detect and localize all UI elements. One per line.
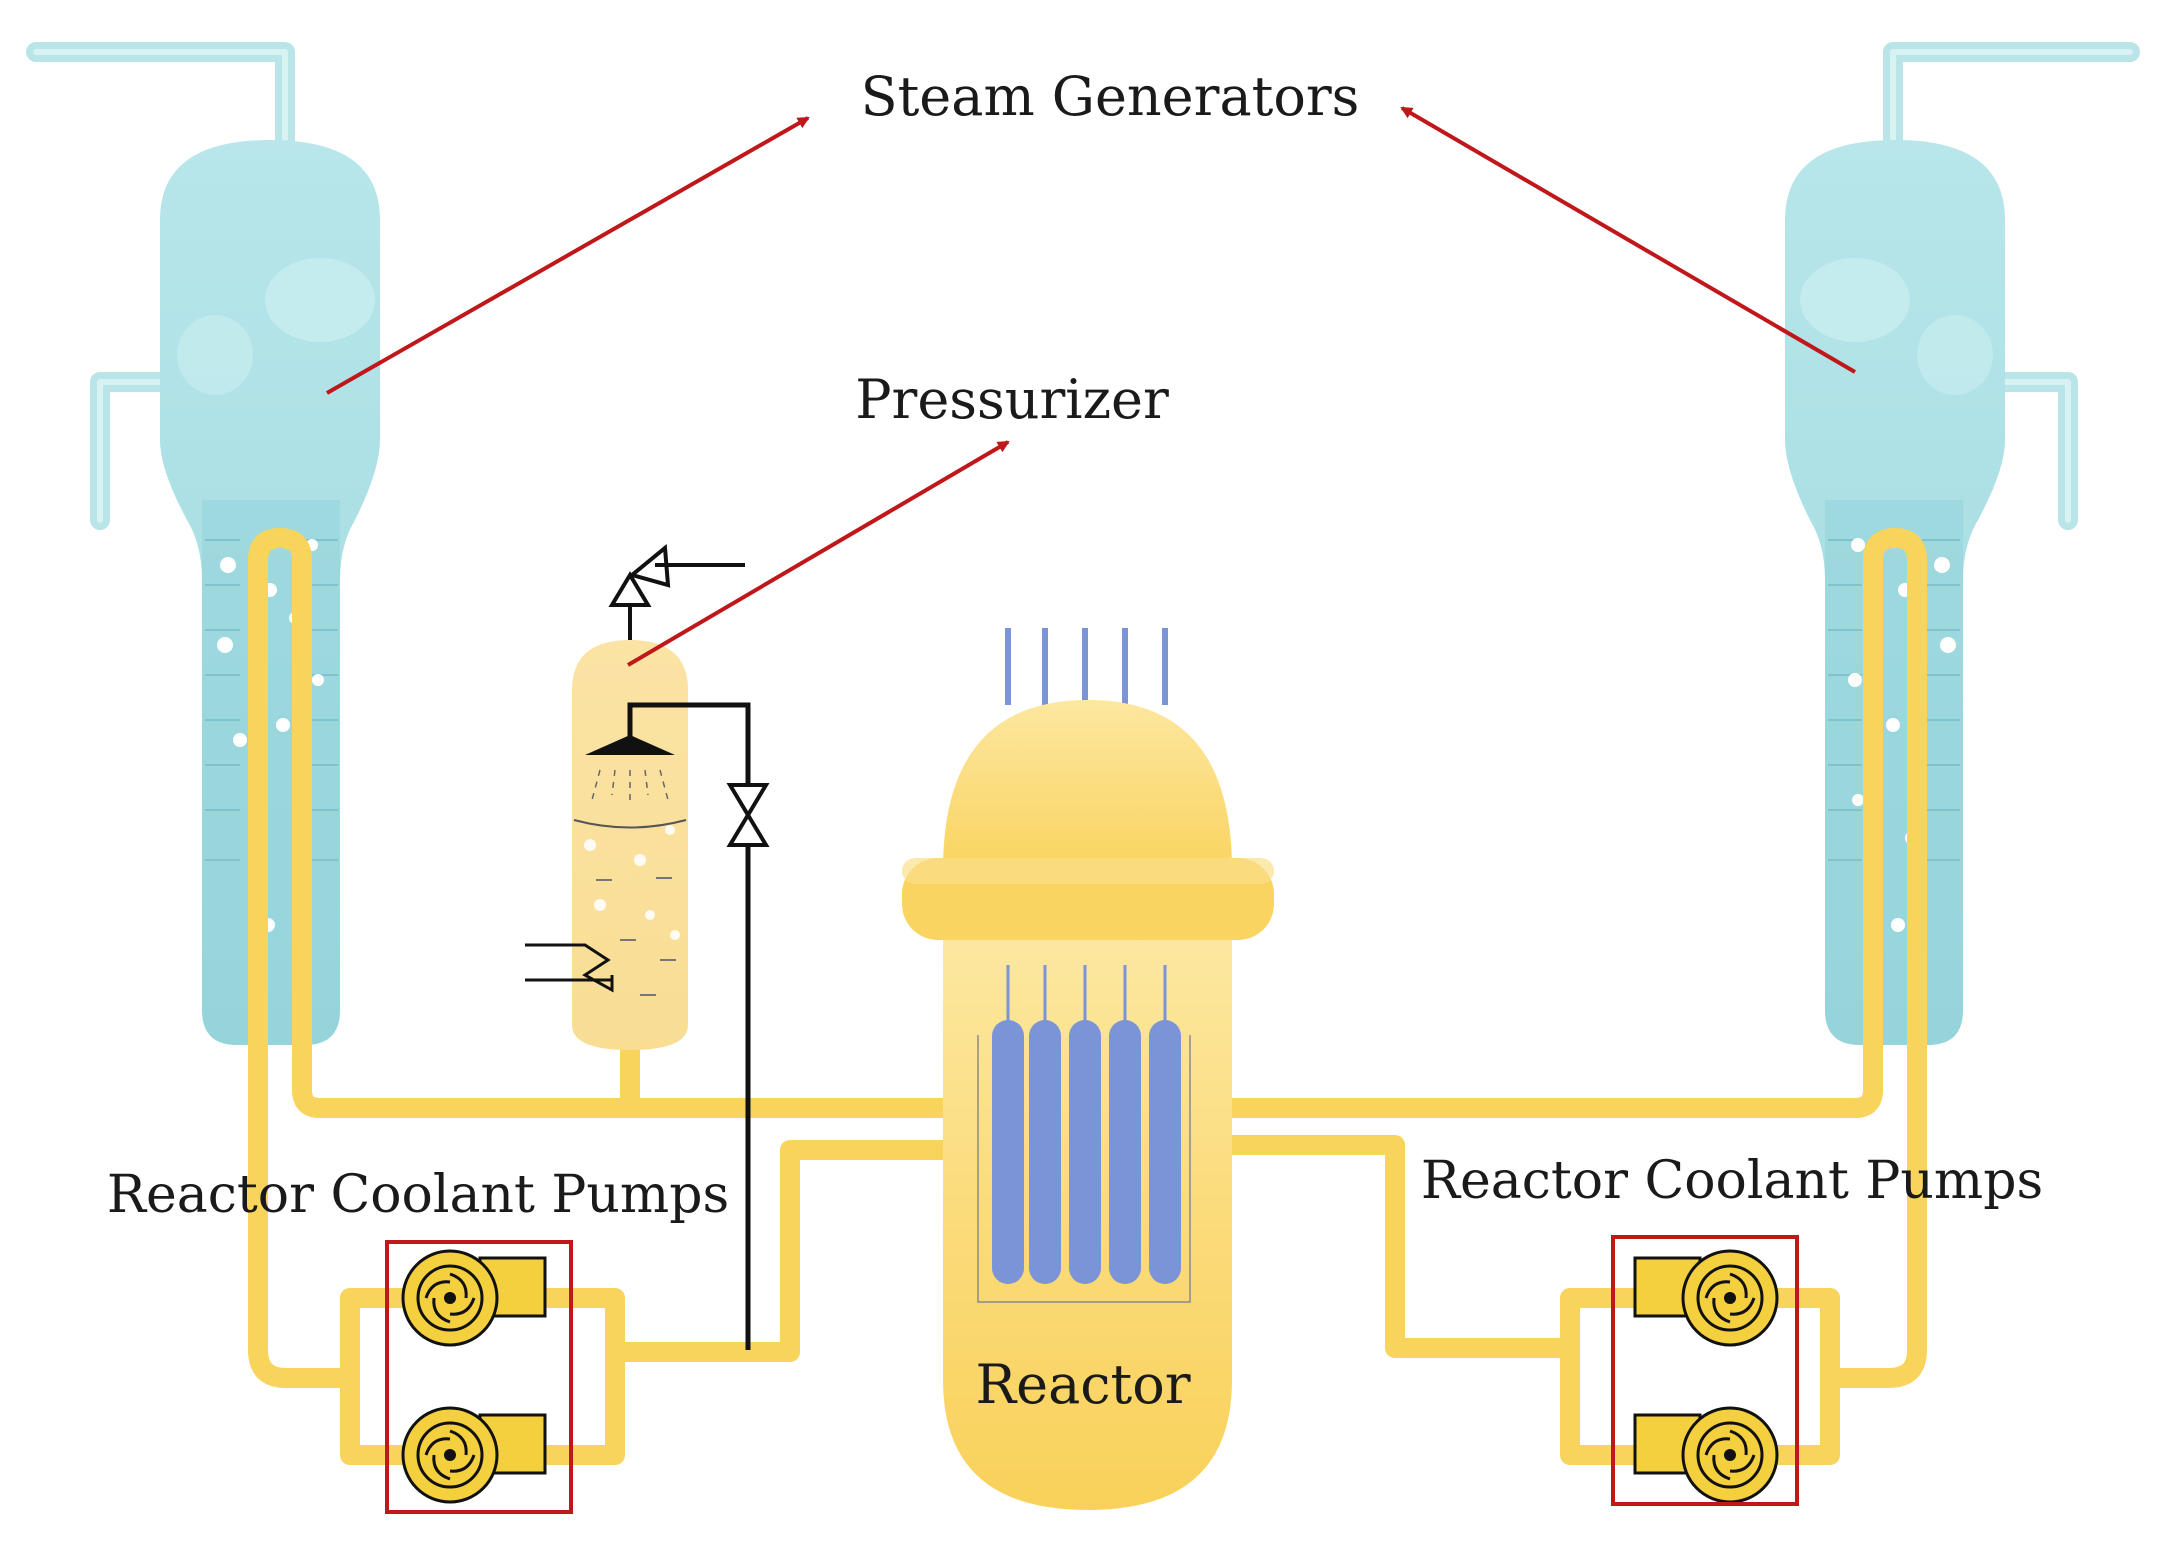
arrow-to-pressurizer	[626, 440, 1010, 667]
arrow-to-steam-generators-right	[1400, 106, 1857, 374]
pump-icon	[1633, 1249, 1779, 1347]
hot-leg-left	[248, 528, 965, 1388]
sg-right-feedwater-pipe	[1990, 372, 2078, 530]
pressurizer-heater	[525, 943, 614, 993]
relief-valve	[608, 544, 671, 607]
cold-leg-left	[605, 1140, 965, 1362]
pump-highlight-box-left	[385, 1240, 573, 1514]
fuel-rods	[992, 1020, 1181, 1284]
reactor-dome	[943, 700, 1232, 870]
sg-left-feedwater-pipe	[90, 372, 175, 530]
control-rod-drives	[1005, 628, 1168, 705]
spray-line	[627, 702, 751, 1350]
pumps-label-left: Reactor Coolant Pumps	[107, 1165, 729, 1225]
pressurizer	[525, 544, 770, 1350]
pump-group-right	[1611, 1235, 1799, 1506]
steam-generator-right	[1785, 42, 2140, 1045]
pumps-label-right: Reactor Coolant Pumps	[1421, 1151, 2043, 1211]
spray-nozzle	[585, 735, 675, 755]
arrow-to-steam-generators-left	[326, 116, 810, 395]
reactor-label: Reactor	[975, 1353, 1190, 1416]
annotation-arrows	[326, 106, 1857, 667]
steam-generators-label: Steam Generators	[861, 65, 1360, 128]
pressurizer-vessel	[572, 640, 688, 1050]
pump-icon	[401, 1249, 547, 1347]
steam-generator-left	[26, 42, 380, 1045]
pressurizer-label: Pressurizer	[855, 368, 1169, 431]
spray-valve	[726, 783, 770, 847]
hot-leg-right	[1215, 528, 1927, 1388]
cold-leg-right	[1215, 1135, 1580, 1358]
pump-group-left	[385, 1240, 573, 1514]
pump-icon	[1633, 1406, 1779, 1504]
pump-highlight-box-right	[1611, 1235, 1799, 1506]
coolant-piping	[248, 528, 1927, 1465]
reactor	[902, 628, 1274, 1510]
pump-icon	[401, 1406, 547, 1504]
control-rod-guides	[1006, 965, 1167, 1030]
